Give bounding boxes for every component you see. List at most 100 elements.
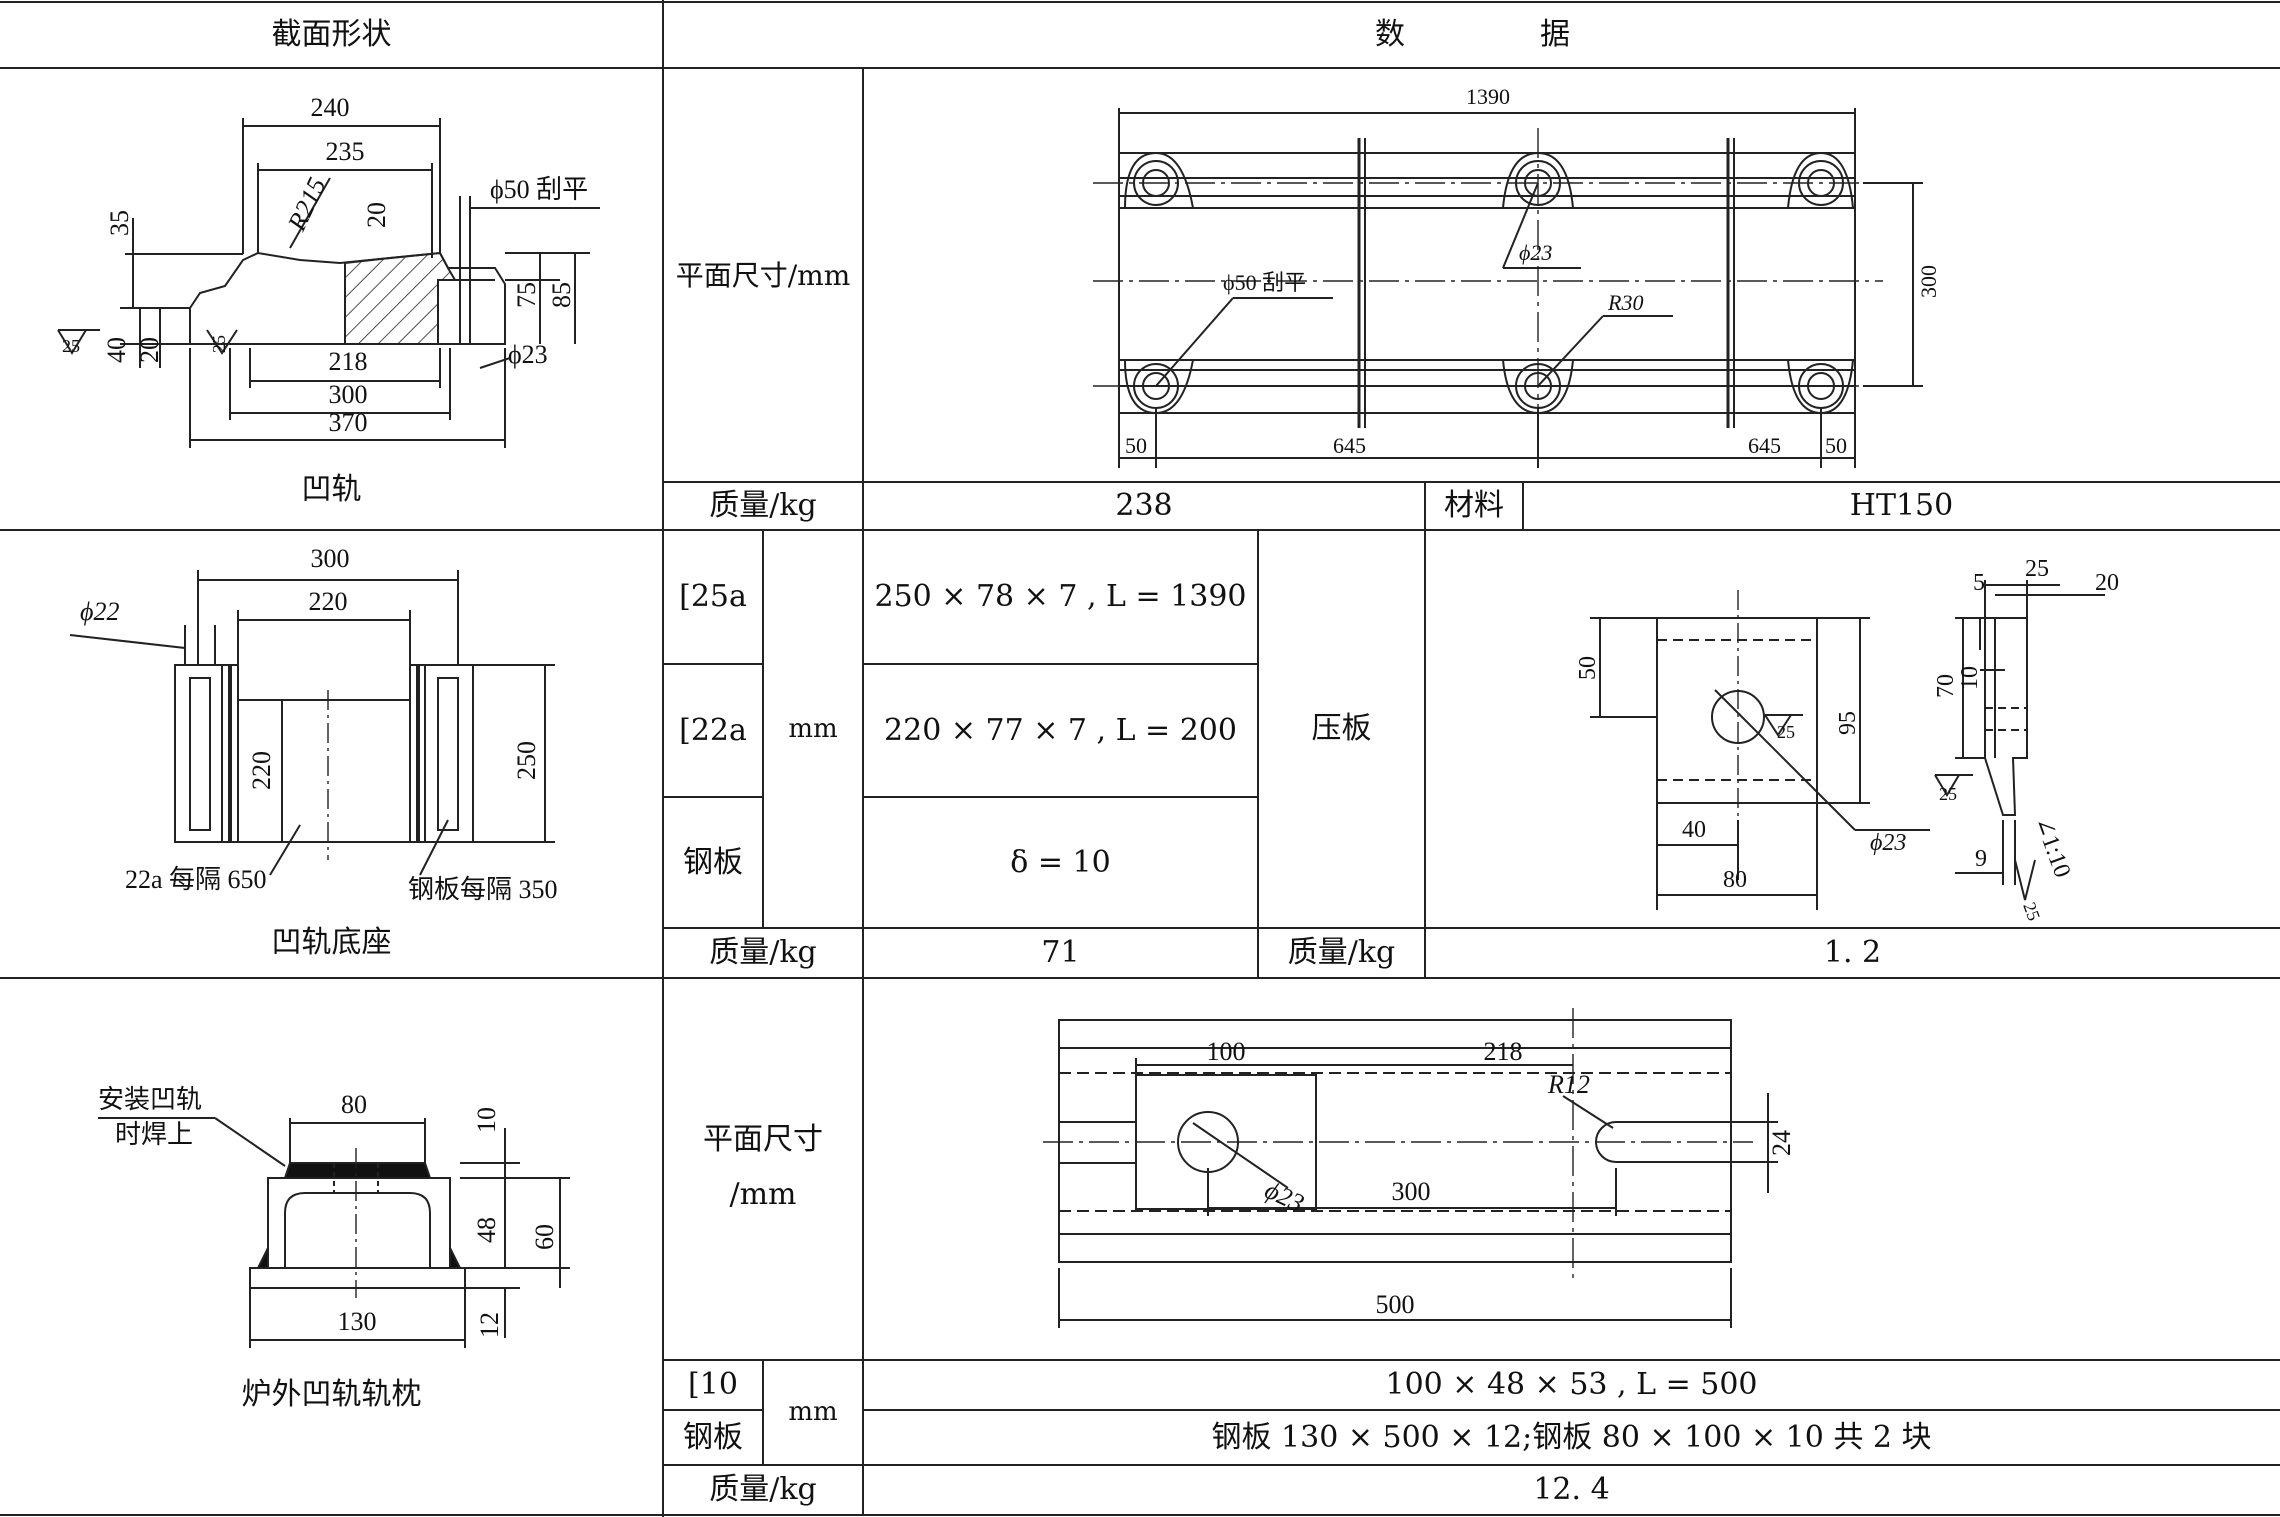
clamp-dim-20: 20 <box>2095 570 2119 596</box>
plan-dim-50a: 50 <box>1125 433 1147 458</box>
dim-phi23: ϕ23 <box>508 340 548 369</box>
base-dim-250: 250 <box>512 741 541 780</box>
row3-plane-label-1: 平面尺寸 <box>703 1122 823 1158</box>
row1-mass-label: 质量/kg <box>709 488 817 524</box>
header-section-shape: 截面形状 <box>271 17 392 53</box>
row2-label-25a: [25a <box>679 579 747 615</box>
row2-clamp-label: 压板 <box>1311 711 1372 747</box>
row2-caption: 凹轨底座 <box>271 925 392 961</box>
sleeper-note-1: 安装凹轨 <box>98 1085 202 1114</box>
header-data-char-1: 数 <box>1375 17 1405 53</box>
header-data-char-2: 据 <box>1540 17 1570 53</box>
sleeper-note-2: 时焊上 <box>115 1120 193 1149</box>
clamp-dim-10: 10 <box>1957 666 1983 690</box>
dim-240: 240 <box>311 93 350 122</box>
plan-dim-300: 300 <box>1916 265 1941 298</box>
row1-material-value: HT150 <box>1849 488 1954 524</box>
dim-20a: 20 <box>362 202 391 228</box>
dim-phi50: ϕ50 刮平 <box>490 175 588 204</box>
plan-dim-645a: 645 <box>1333 433 1366 458</box>
sleeper-plan-300: 300 <box>1392 1177 1431 1206</box>
sleeper-dim-80: 80 <box>341 1090 367 1119</box>
plan-dim-645b: 645 <box>1748 433 1781 458</box>
sleeper-plan-218: 218 <box>1484 1037 1523 1066</box>
base-dim-220a: 220 <box>309 587 348 616</box>
clamp-dim-70: 70 <box>1933 674 1959 698</box>
clamp-dim-phi23: ϕ23 <box>1870 830 1906 856</box>
sleeper-dim-10: 10 <box>472 1107 501 1133</box>
sleeper-plan-drawing: 100 218 R12 ϕ23 300 24 500 <box>1043 1008 1796 1328</box>
row3-mass-value: 12. 4 <box>1533 1472 1610 1508</box>
row3-label-10: [10 <box>688 1367 738 1403</box>
concave-rail-plan-drawing: 1390 ϕ23 ϕ50 刮平 R30 300 50 645 645 50 <box>1093 84 1941 468</box>
row3-spec-10: 100 × 48 × 53 , L = 500 <box>1385 1367 1758 1403</box>
dim-85: 85 <box>547 282 576 308</box>
dim-370: 370 <box>329 408 368 437</box>
plan-dim-50b: 50 <box>1825 433 1847 458</box>
sleeper-dim-12: 12 <box>475 1312 504 1338</box>
plan-dim-r30: R30 <box>1607 290 1643 315</box>
base-note-22a: 22a 每隔 650 <box>125 865 267 894</box>
clamp-dim-50: 50 <box>1575 656 1601 680</box>
row3-plane-label-2: /mm <box>729 1177 797 1213</box>
clamp-dim-25: 25 <box>2025 556 2049 582</box>
sleeper-dim-48: 48 <box>472 1217 501 1243</box>
dim-35: 35 <box>105 210 134 236</box>
dim-20b: 20 <box>135 337 164 363</box>
row2-spec-22a: 220 × 77 × 7 , L = 200 <box>884 712 1237 748</box>
base-dim-300: 300 <box>311 544 350 573</box>
row3-unit: mm <box>788 1397 838 1428</box>
clamp-dim-40: 40 <box>1682 817 1706 843</box>
row1-material-label: 材料 <box>1444 488 1504 524</box>
sleeper-dim-60: 60 <box>530 1224 559 1250</box>
clamp-plate-drawing: 50 95 40 80 ϕ23 25 25 5 20 70 10 9 ∠1:10… <box>1575 556 2119 924</box>
sleeper-plan-24: 24 <box>1767 1130 1796 1156</box>
clamp-dim-80: 80 <box>1723 867 1747 893</box>
row1-caption: 凹轨 <box>301 472 362 508</box>
rail-base-section-drawing: 300 ϕ22 220 220 250 22a 每隔 650 钢板每隔 350 <box>69 544 558 904</box>
clamp-taper: ∠1:10 <box>2029 813 2075 881</box>
dim-40: 40 <box>102 337 131 363</box>
plan-dim-phi23: ϕ23 <box>1519 240 1552 265</box>
row1-mass-value: 238 <box>1115 488 1173 524</box>
row2-mass-value: 71 <box>1041 935 1080 971</box>
row2-label-22a: [22a <box>679 712 747 748</box>
row3-mass-label: 质量/kg <box>709 1472 817 1508</box>
clamp-rough: 25 <box>1777 722 1795 742</box>
roughness-1: 25 <box>62 336 80 356</box>
sleeper-plan-500: 500 <box>1376 1290 1415 1319</box>
concave-rail-section-drawing: 240 235 R215 20 ϕ50 刮平 35 75 85 40 20 21… <box>57 93 600 448</box>
dim-75: 75 <box>512 282 541 308</box>
clamp-dim-9: 9 <box>1975 846 1987 872</box>
row2-spec-25a: 250 × 78 × 7 , L = 1390 <box>874 579 1247 615</box>
row2-mass-label: 质量/kg <box>709 935 817 971</box>
clamp-rough2: 25 <box>1939 784 1957 804</box>
clamp-rough3: 25 <box>2019 900 2044 924</box>
dim-300: 300 <box>329 380 368 409</box>
roughness-2: 25 <box>209 335 229 353</box>
dim-218: 218 <box>329 347 368 376</box>
row2-label-plate: 钢板 <box>683 844 743 880</box>
row3-spec-plate: 钢板 130 × 500 × 12;钢板 80 × 100 × 10 共 2 块 <box>1211 1419 1932 1455</box>
base-dim-phi22: ϕ22 <box>80 597 119 626</box>
row1-plane-label: 平面尺寸/mm <box>675 258 851 292</box>
plan-dim-phi50: ϕ50 刮平 <box>1223 270 1306 295</box>
row3-label-plate: 钢板 <box>683 1419 743 1455</box>
dim-r215: R215 <box>282 173 332 236</box>
sleeper-plan-100: 100 <box>1207 1037 1246 1066</box>
row3-caption: 炉外凹轨轨枕 <box>241 1377 422 1413</box>
row2-spec-plate: δ = 10 <box>1010 844 1111 880</box>
row2-clamp-mass-label: 质量/kg <box>1287 935 1396 971</box>
base-dim-220b: 220 <box>247 751 276 790</box>
row2-unit: mm <box>788 713 838 744</box>
sleeper-dim-130: 130 <box>338 1307 377 1336</box>
clamp-dim-95: 95 <box>1835 711 1861 735</box>
row2-clamp-mass-value: 1. 2 <box>1823 935 1882 971</box>
dim-235: 235 <box>326 137 365 166</box>
plan-dim-1390: 1390 <box>1466 84 1510 109</box>
clamp-dim-5: 5 <box>1973 570 1985 596</box>
sleeper-plan-r12: R12 <box>1547 1070 1590 1099</box>
sleeper-section-drawing: 安装凹轨 时焊上 80 10 48 60 12 130 <box>98 1085 570 1348</box>
base-note-plate: 钢板每隔 350 <box>408 875 558 904</box>
